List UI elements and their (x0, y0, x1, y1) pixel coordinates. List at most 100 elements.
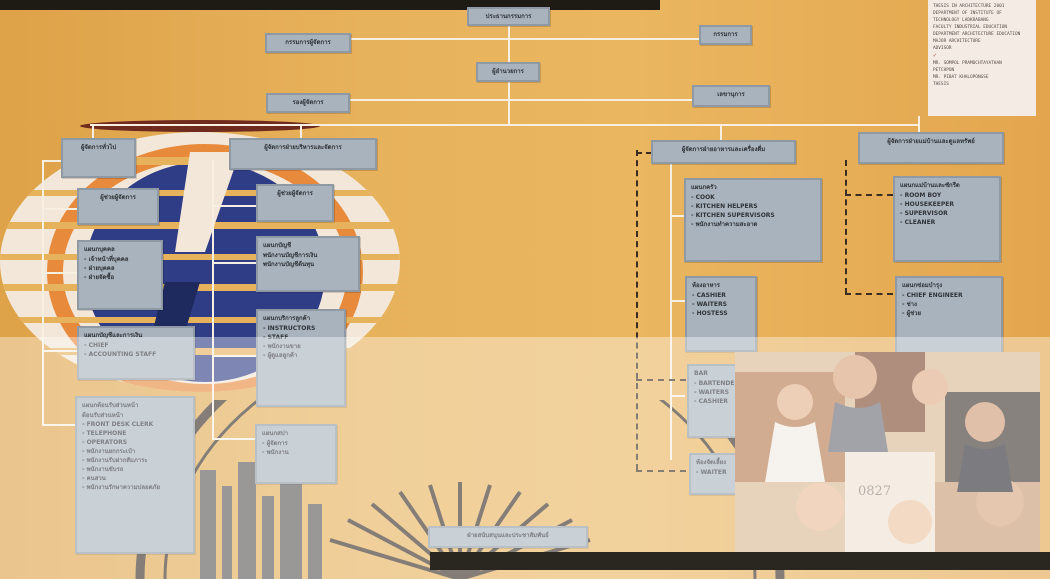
org-node-title: ห้องอาหาร (692, 282, 721, 289)
connector (918, 116, 920, 132)
connector (212, 355, 256, 357)
org-node-item: - ช่าง (902, 301, 917, 308)
org-node: ผู้จัดการฝ่ายบริหารและจัดการ (229, 138, 377, 170)
org-node-item: - พนักงานรักษาความปลอดภัย (82, 484, 161, 491)
connector (212, 205, 256, 207)
org-node: ประธานกรรมการ (467, 7, 550, 26)
org-node-item: - KITCHEN SUPERVISORS (691, 212, 775, 219)
org-node: แผนกต้อนรับส่วนหน้า ต้อนรับส่วนหน้า - FR… (75, 396, 195, 554)
org-node-item: - CHIEF (84, 342, 109, 349)
org-node: รองผู้จัดการ (266, 93, 350, 113)
org-node-item: - HOSTESS (692, 310, 728, 317)
org-node-item: - CLEANER (900, 219, 936, 226)
org-node-items: - เจ้าหน้าที่บุคคล - ฝ่ายบุคคล - ฝ่ายจัด… (84, 255, 156, 282)
check-mark: ✓ (933, 52, 937, 59)
org-node: แผนกบัญชี พนักงานบัญชีการเงิน พนักงานบัญ… (256, 236, 360, 292)
org-node-items: - INSTRUCTORS - STAFF - พนักงานขาย - ผู้… (263, 324, 339, 360)
connector (212, 262, 256, 264)
org-node: ผู้จัดการทั่วไป (61, 138, 136, 178)
org-node-item: - FRONT DESK CLERK (82, 421, 154, 428)
org-node-title: แผนกซ่อมบำรุง (902, 282, 943, 289)
org-node: ผู้จัดการฝ่ายแม่บ้านและดูแลทรัพย์ (858, 132, 1004, 164)
org-node-items: - CHIEF - ACCOUNTING STAFF (84, 341, 188, 359)
org-node-item: ต้อนรับส่วนหน้า (82, 412, 124, 419)
top-dark-bar (0, 0, 660, 10)
org-node-item: - พนักงานทำความสะอาด (691, 221, 758, 228)
org-node-title: ประธานกรรมการ (485, 13, 532, 20)
bottom-dark-bar (430, 552, 1050, 570)
org-node-title: แผนกบุคคล (84, 246, 115, 253)
org-node: แผนกซ่อมบำรุง - CHIEF ENGINEER - ช่าง - … (895, 276, 1003, 366)
connector (300, 124, 302, 138)
org-node-items: - ผู้จัดการ - พนักงาน (262, 439, 330, 457)
connector (42, 350, 78, 352)
org-node: เลขานุการ (692, 85, 770, 107)
org-node-title: ผู้อำนวยการ (492, 68, 524, 75)
org-node-item: - ฝ่ายจัดซื้อ (84, 274, 115, 281)
org-node: แผนกบุคคล - เจ้าหน้าที่บุคคล - ฝ่ายบุคคล… (77, 240, 163, 310)
connector (42, 208, 78, 210)
org-node-item: - ผู้จัดการ (262, 440, 288, 447)
org-node-item: - WAITERS (694, 389, 729, 396)
dashed-connector (636, 470, 686, 472)
org-node-title: ผู้จัดการทั่วไป (80, 144, 117, 151)
org-node-item: - พนักงานขาย (263, 343, 301, 350)
thesis-info-line: THESIS IN ARCHITECTURE 2001 (933, 4, 1005, 9)
org-node: ผู้อำนวยการ (476, 62, 540, 82)
org-node-item: - ผู้ดูแลลูกค้า (263, 352, 298, 359)
org-node-item: - STAFF (263, 334, 289, 341)
dashed-connector (636, 152, 652, 154)
org-node-title: แผนกบัญชี (263, 242, 292, 249)
org-node: ผู้ช่วยผู้จัดการ (256, 184, 334, 222)
org-node-title: แผนกครัว (691, 184, 717, 191)
org-node: กรรมการผู้จัดการ (265, 33, 351, 53)
org-node-item: - SUPERVISOR (900, 210, 948, 217)
org-node-title: แผนกสปา (262, 430, 288, 437)
org-node: แผนกสปา - ผู้จัดการ - พนักงาน (255, 424, 337, 484)
org-node-title: ผู้ช่วยผู้จัดการ (100, 194, 136, 201)
org-node-items: - BARTENDERS - WAITERS - CASHIER (694, 379, 768, 406)
org-node-item: - ผู้ช่วย (902, 310, 922, 317)
org-node-item: - KITCHEN HELPERS (691, 203, 758, 210)
dashed-connector (636, 379, 686, 381)
org-node: ผู้จัดการฝ่ายอาหารและเครื่องดื่ม (651, 140, 796, 164)
org-node-title: ผู้จัดการฝ่ายแม่บ้านและดูแลทรัพย์ (887, 138, 975, 145)
org-node: แผนกครัว - COOK - KITCHEN HELPERS - KITC… (684, 178, 822, 262)
dashed-connector (636, 150, 638, 470)
org-node-item: พนักงานบัญชีการเงิน (263, 252, 318, 259)
thesis-info-line: TECHNOLOGY LADKRABANG (933, 18, 989, 23)
dashed-connector (845, 293, 893, 295)
connector (90, 124, 920, 126)
org-node-item: - CASHIER (692, 292, 726, 299)
org-node-item: - CASHIER (694, 398, 728, 405)
staff-photo-collage (735, 352, 1040, 557)
thesis-info-line: PETCHPON (933, 68, 955, 73)
connector (42, 272, 78, 274)
org-node-item: - พนักงาน (262, 449, 289, 456)
connector (212, 160, 214, 440)
photo-number: 0827 (858, 484, 892, 499)
connector (212, 438, 256, 440)
connector (92, 124, 94, 138)
org-node-items: - COOK - KITCHEN HELPERS - KITCHEN SUPER… (691, 193, 815, 229)
thesis-info-line: MAJOR ARCHITECTURE (933, 39, 981, 44)
org-node: แผนกบริการลูกค้า - INSTRUCTORS - STAFF -… (256, 309, 346, 407)
org-node-title: แผนกบริการลูกค้า (263, 315, 311, 322)
connector (720, 124, 722, 140)
thesis-info-line: DEPARTMENT ARCHITECTURE EDUCATION (933, 32, 1021, 37)
thesis-info-line: ADVISOR (933, 46, 952, 51)
org-node-item: - พนักงานยกกระเป๋า (82, 448, 136, 455)
org-node-title: รองผู้จัดการ (292, 99, 324, 106)
org-node-item: - TELEPHONE (82, 430, 127, 437)
dashed-connector (845, 160, 847, 294)
connector (670, 215, 685, 217)
org-node-title: BAR (694, 370, 708, 377)
org-node-item: - พนักงานรับฝากสัมภาระ (82, 457, 148, 464)
org-node-title: กรรมการ (713, 31, 738, 38)
org-node-items: - CHIEF ENGINEER - ช่าง - ผู้ช่วย (902, 291, 996, 318)
thesis-info-line: THESIS (933, 82, 949, 87)
org-node-item: - COOK (691, 194, 715, 201)
org-node-items: - CASHIER - WAITERS - HOSTESS (692, 291, 750, 318)
org-node-item: - พนักงานขับรถ (82, 466, 124, 473)
org-node: แผนกแม่บ้านและซักรีด - ROOM BOY - HOUSEK… (893, 176, 1001, 262)
